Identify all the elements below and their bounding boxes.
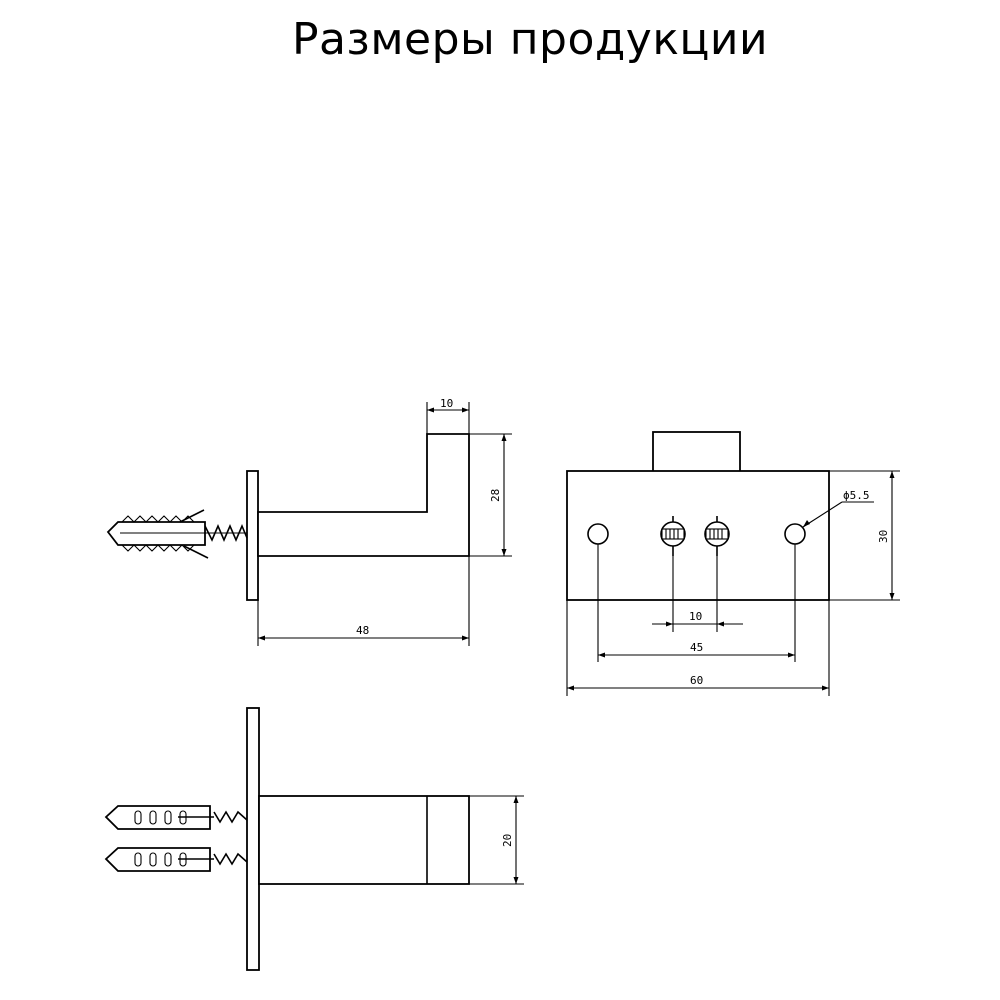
side-hook-body	[257, 433, 470, 557]
bottom-wall-anchor-lower	[104, 847, 248, 872]
dim-label-45: 45	[690, 641, 703, 654]
bottom-arm	[258, 795, 470, 885]
dim-label-diameter: ϕ5.5	[843, 489, 870, 502]
dim-label-10-side: 10	[440, 397, 453, 410]
side-wall-anchor	[106, 509, 248, 559]
dim-hole-spacing: 45	[597, 544, 796, 662]
dim-label-30: 30	[877, 530, 890, 543]
dim-hook-height: 28	[469, 433, 512, 557]
bottom-wall-anchor-upper	[104, 805, 248, 830]
dim-label-28: 28	[489, 489, 502, 502]
side-wall-plate	[246, 470, 259, 601]
dim-front-height: 30	[829, 470, 900, 601]
dim-label-48: 48	[356, 624, 369, 637]
bottom-view: 20	[104, 707, 524, 971]
dim-length: 48	[257, 556, 470, 646]
front-hook-top	[652, 431, 741, 473]
dim-front-width: 60	[566, 600, 830, 696]
dim-label-10-front: 10	[689, 610, 702, 623]
screw-head-right	[704, 516, 730, 556]
screw-head-left	[660, 516, 686, 556]
dim-label-20: 20	[501, 834, 514, 847]
front-view: ϕ5.5 30 10 45	[566, 431, 900, 696]
side-view: 10 28 48	[106, 397, 512, 646]
dim-label-60: 60	[690, 674, 703, 687]
dim-hook-thickness: 10	[426, 397, 470, 434]
page-title: Размеры продукции	[291, 14, 769, 65]
front-base-plate	[566, 470, 830, 601]
dim-hole-diameter: ϕ5.5	[802, 489, 874, 528]
dim-depth: 20	[469, 795, 524, 885]
bottom-wall-plate	[246, 707, 260, 971]
dim-screw-spacing: 10	[652, 556, 743, 632]
